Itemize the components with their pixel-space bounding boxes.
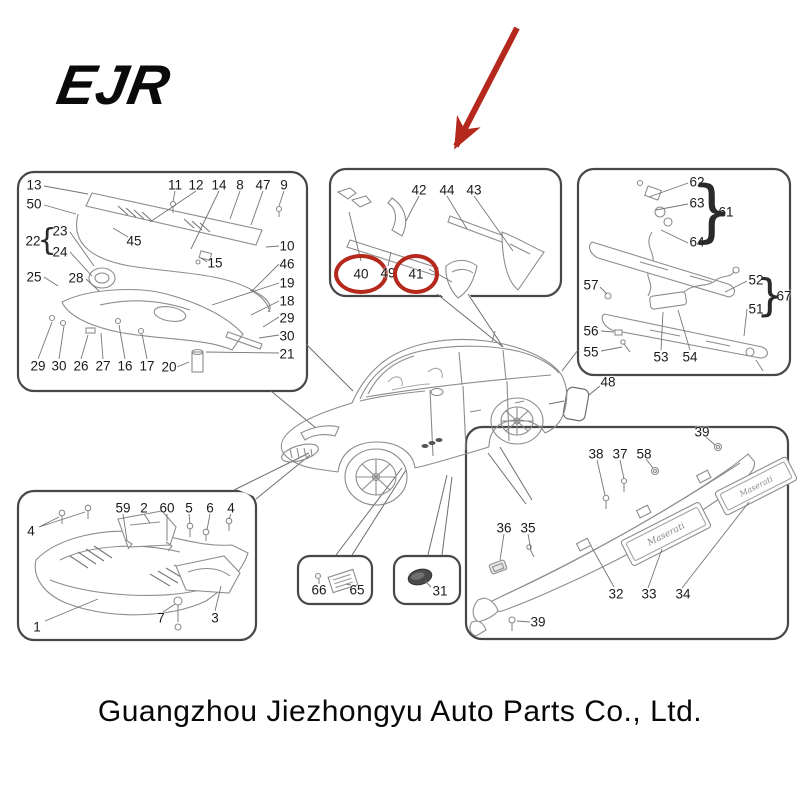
part-label-45: 45 — [126, 233, 142, 249]
part-label-36: 36 — [496, 520, 512, 536]
part-label-57: 57 — [583, 277, 599, 293]
part-label-24: 24 — [52, 244, 68, 260]
part-label-7: 7 — [157, 610, 165, 626]
part-label-29: 29 — [279, 310, 295, 326]
part-label-58: 58 — [636, 446, 652, 462]
part-label-63: 63 — [689, 195, 705, 211]
part-label-40: 40 — [353, 266, 369, 282]
part-label-32: 32 — [608, 586, 624, 602]
part-label-14: 14 — [211, 177, 227, 193]
red-arrow — [453, 26, 520, 150]
trunk-trim-leaders — [599, 182, 748, 352]
part-label-35: 35 — [520, 520, 536, 536]
part-label-51: 51 — [748, 301, 764, 317]
car-illustration — [280, 330, 568, 506]
part-label-49: 49 — [380, 265, 396, 281]
part-label-41: 41 — [408, 266, 424, 282]
part-label-1: 1 — [33, 619, 41, 635]
part-label-52: 52 — [748, 272, 764, 288]
part-label-48: 48 — [600, 374, 616, 390]
front-wheel — [344, 448, 408, 506]
part-label-22: 22 — [25, 233, 41, 249]
part-label-37: 37 — [612, 446, 628, 462]
part-label-62: 62 — [689, 174, 705, 190]
part-label-47: 47 — [255, 177, 271, 193]
part-label-53: 53 — [653, 349, 669, 365]
bracket-61: } — [690, 172, 734, 251]
company-name: Guangzhou Jiezhongyu Auto Parts Co., Ltd… — [97, 695, 703, 728]
quarter-trim-part-48 — [562, 386, 590, 422]
pillar-trim-leaders — [348, 195, 514, 283]
door-sill-leaders — [499, 436, 750, 623]
part-label-65: 65 — [349, 582, 365, 598]
part-label-55: 55 — [583, 344, 599, 360]
part-label-2: 2 — [140, 500, 148, 516]
part-label-13: 13 — [26, 177, 42, 193]
part-label-29: 29 — [30, 358, 46, 374]
part-label-46: 46 — [279, 256, 295, 272]
part-label-17: 17 — [139, 358, 155, 374]
trunk-trim-diagram — [589, 179, 768, 372]
part-label-9: 9 — [280, 177, 288, 193]
part-label-4: 4 — [27, 523, 35, 539]
underbody-shield-leaders — [38, 511, 232, 622]
part-label-6: 6 — [206, 500, 214, 516]
callout-leader-lines — [233, 293, 601, 556]
part-label-28: 28 — [68, 270, 84, 286]
part-label-23: 23 — [52, 223, 68, 239]
part-label-61: 61 — [718, 204, 734, 220]
part-label-3: 3 — [211, 610, 219, 626]
part-label-27: 27 — [95, 358, 111, 374]
part-label-20: 20 — [161, 359, 177, 375]
part-label-50: 50 — [26, 196, 42, 212]
rear-wheel — [490, 397, 544, 445]
underbody-shield-diagram — [34, 504, 249, 631]
clip-leaders — [318, 579, 352, 586]
door-sill-trim-diagram: Maserati Maserati — [469, 442, 798, 637]
part-label-38: 38 — [588, 446, 604, 462]
part-label-5: 5 — [185, 500, 193, 516]
part-label-10: 10 — [279, 238, 295, 254]
part-label-39: 39 — [694, 424, 710, 440]
part-label-11: 11 — [167, 177, 183, 193]
part-label-39: 39 — [530, 614, 546, 630]
brand-logo: EJR — [52, 53, 176, 116]
grommet-leader — [424, 580, 432, 588]
bracket-67: } — [756, 270, 784, 321]
cowl-trim-diagram — [48, 192, 283, 373]
part-label-43: 43 — [466, 182, 482, 198]
part-label-60: 60 — [159, 500, 175, 516]
part-label-18: 18 — [279, 293, 295, 309]
part-label-33: 33 — [641, 586, 657, 602]
clip-diagram — [314, 568, 359, 594]
part-label-30: 30 — [279, 328, 295, 344]
cowl-trim-leaders — [37, 185, 285, 368]
part-label-54: 54 — [682, 349, 698, 365]
part-label-64: 64 — [689, 234, 705, 250]
part-label-19: 19 — [279, 275, 295, 291]
part-label-34: 34 — [675, 586, 691, 602]
part-label-44: 44 — [439, 182, 455, 198]
part-label-16: 16 — [117, 358, 133, 374]
part-label-59: 59 — [115, 500, 131, 516]
part-label-31: 31 — [432, 583, 448, 599]
part-label-67: 67 — [776, 288, 792, 304]
part-label-26: 26 — [73, 358, 89, 374]
part-label-30: 30 — [51, 358, 67, 374]
part-label-8: 8 — [236, 177, 244, 193]
highlight-circle-41 — [393, 254, 439, 294]
part-label-15: 15 — [207, 255, 223, 271]
grommet-diagram — [407, 568, 433, 586]
part-label-12: 12 — [188, 177, 204, 193]
part-label-21: 21 — [279, 346, 295, 362]
part-label-66: 66 — [311, 582, 327, 598]
part-label-4: 4 — [227, 500, 235, 516]
part-label-56: 56 — [583, 323, 599, 339]
bracket-22: { — [37, 223, 57, 258]
highlight-circle-40 — [334, 254, 388, 294]
part-label-25: 25 — [26, 269, 42, 285]
part-label-42: 42 — [411, 182, 427, 198]
